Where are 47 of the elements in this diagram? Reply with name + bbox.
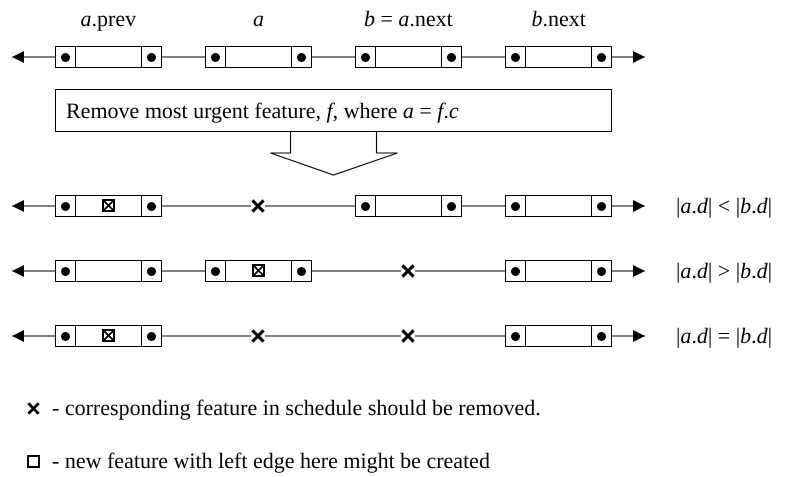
list-node-box: [205, 260, 312, 282]
connector-line: [312, 270, 401, 272]
list-node-box: [205, 46, 312, 68]
connector-line: [415, 335, 505, 337]
block-arrow: [270, 131, 398, 176]
connector-line: [162, 205, 251, 207]
arrow: [12, 330, 55, 342]
connector-line: [312, 56, 355, 58]
connector-line: [265, 205, 355, 207]
arrow: [12, 51, 55, 63]
node-label: b = a.next: [364, 6, 453, 32]
connector-line: [265, 335, 401, 337]
list-node-box: [55, 46, 162, 68]
arrow: [612, 200, 645, 212]
arrow: [12, 265, 55, 277]
condition-label: |a.d| = |b.d|: [676, 323, 772, 349]
list-node-box: [55, 260, 162, 282]
list-node-box: [505, 46, 612, 68]
connector-line: [462, 205, 505, 207]
arrow: [612, 330, 645, 342]
node-label: a.prev: [80, 6, 136, 32]
arrow: [12, 200, 55, 212]
cross-mark: [401, 264, 415, 278]
connector-line: [162, 56, 205, 58]
connector-line: [162, 335, 251, 337]
connector-line: [162, 270, 205, 272]
list-node-box: [355, 195, 462, 217]
arrow: [612, 265, 645, 277]
cross-mark: [251, 199, 265, 213]
arrow: [612, 51, 645, 63]
list-node-box: [505, 325, 612, 347]
list-node-box: [55, 195, 162, 217]
condition-label: |a.d| > |b.d|: [676, 258, 772, 284]
list-node-box: [55, 325, 162, 347]
cross-mark: [251, 329, 265, 343]
process-box: Remove most urgent feature, f, where a = f.c: [55, 89, 612, 132]
condition-label: |a.d| < |b.d|: [676, 193, 772, 219]
list-node-box: [505, 260, 612, 282]
legend-text: - corresponding feature in schedule should be removed.: [52, 395, 541, 421]
legend-text: - new feature with left edge here might be created: [52, 448, 490, 474]
connector-line: [462, 56, 505, 58]
cross-mark: [401, 329, 415, 343]
list-node-box: [355, 46, 462, 68]
list-node-box: [505, 195, 612, 217]
node-label: b.next: [532, 6, 586, 32]
node-label: a: [253, 6, 264, 32]
connector-line: [415, 270, 505, 272]
